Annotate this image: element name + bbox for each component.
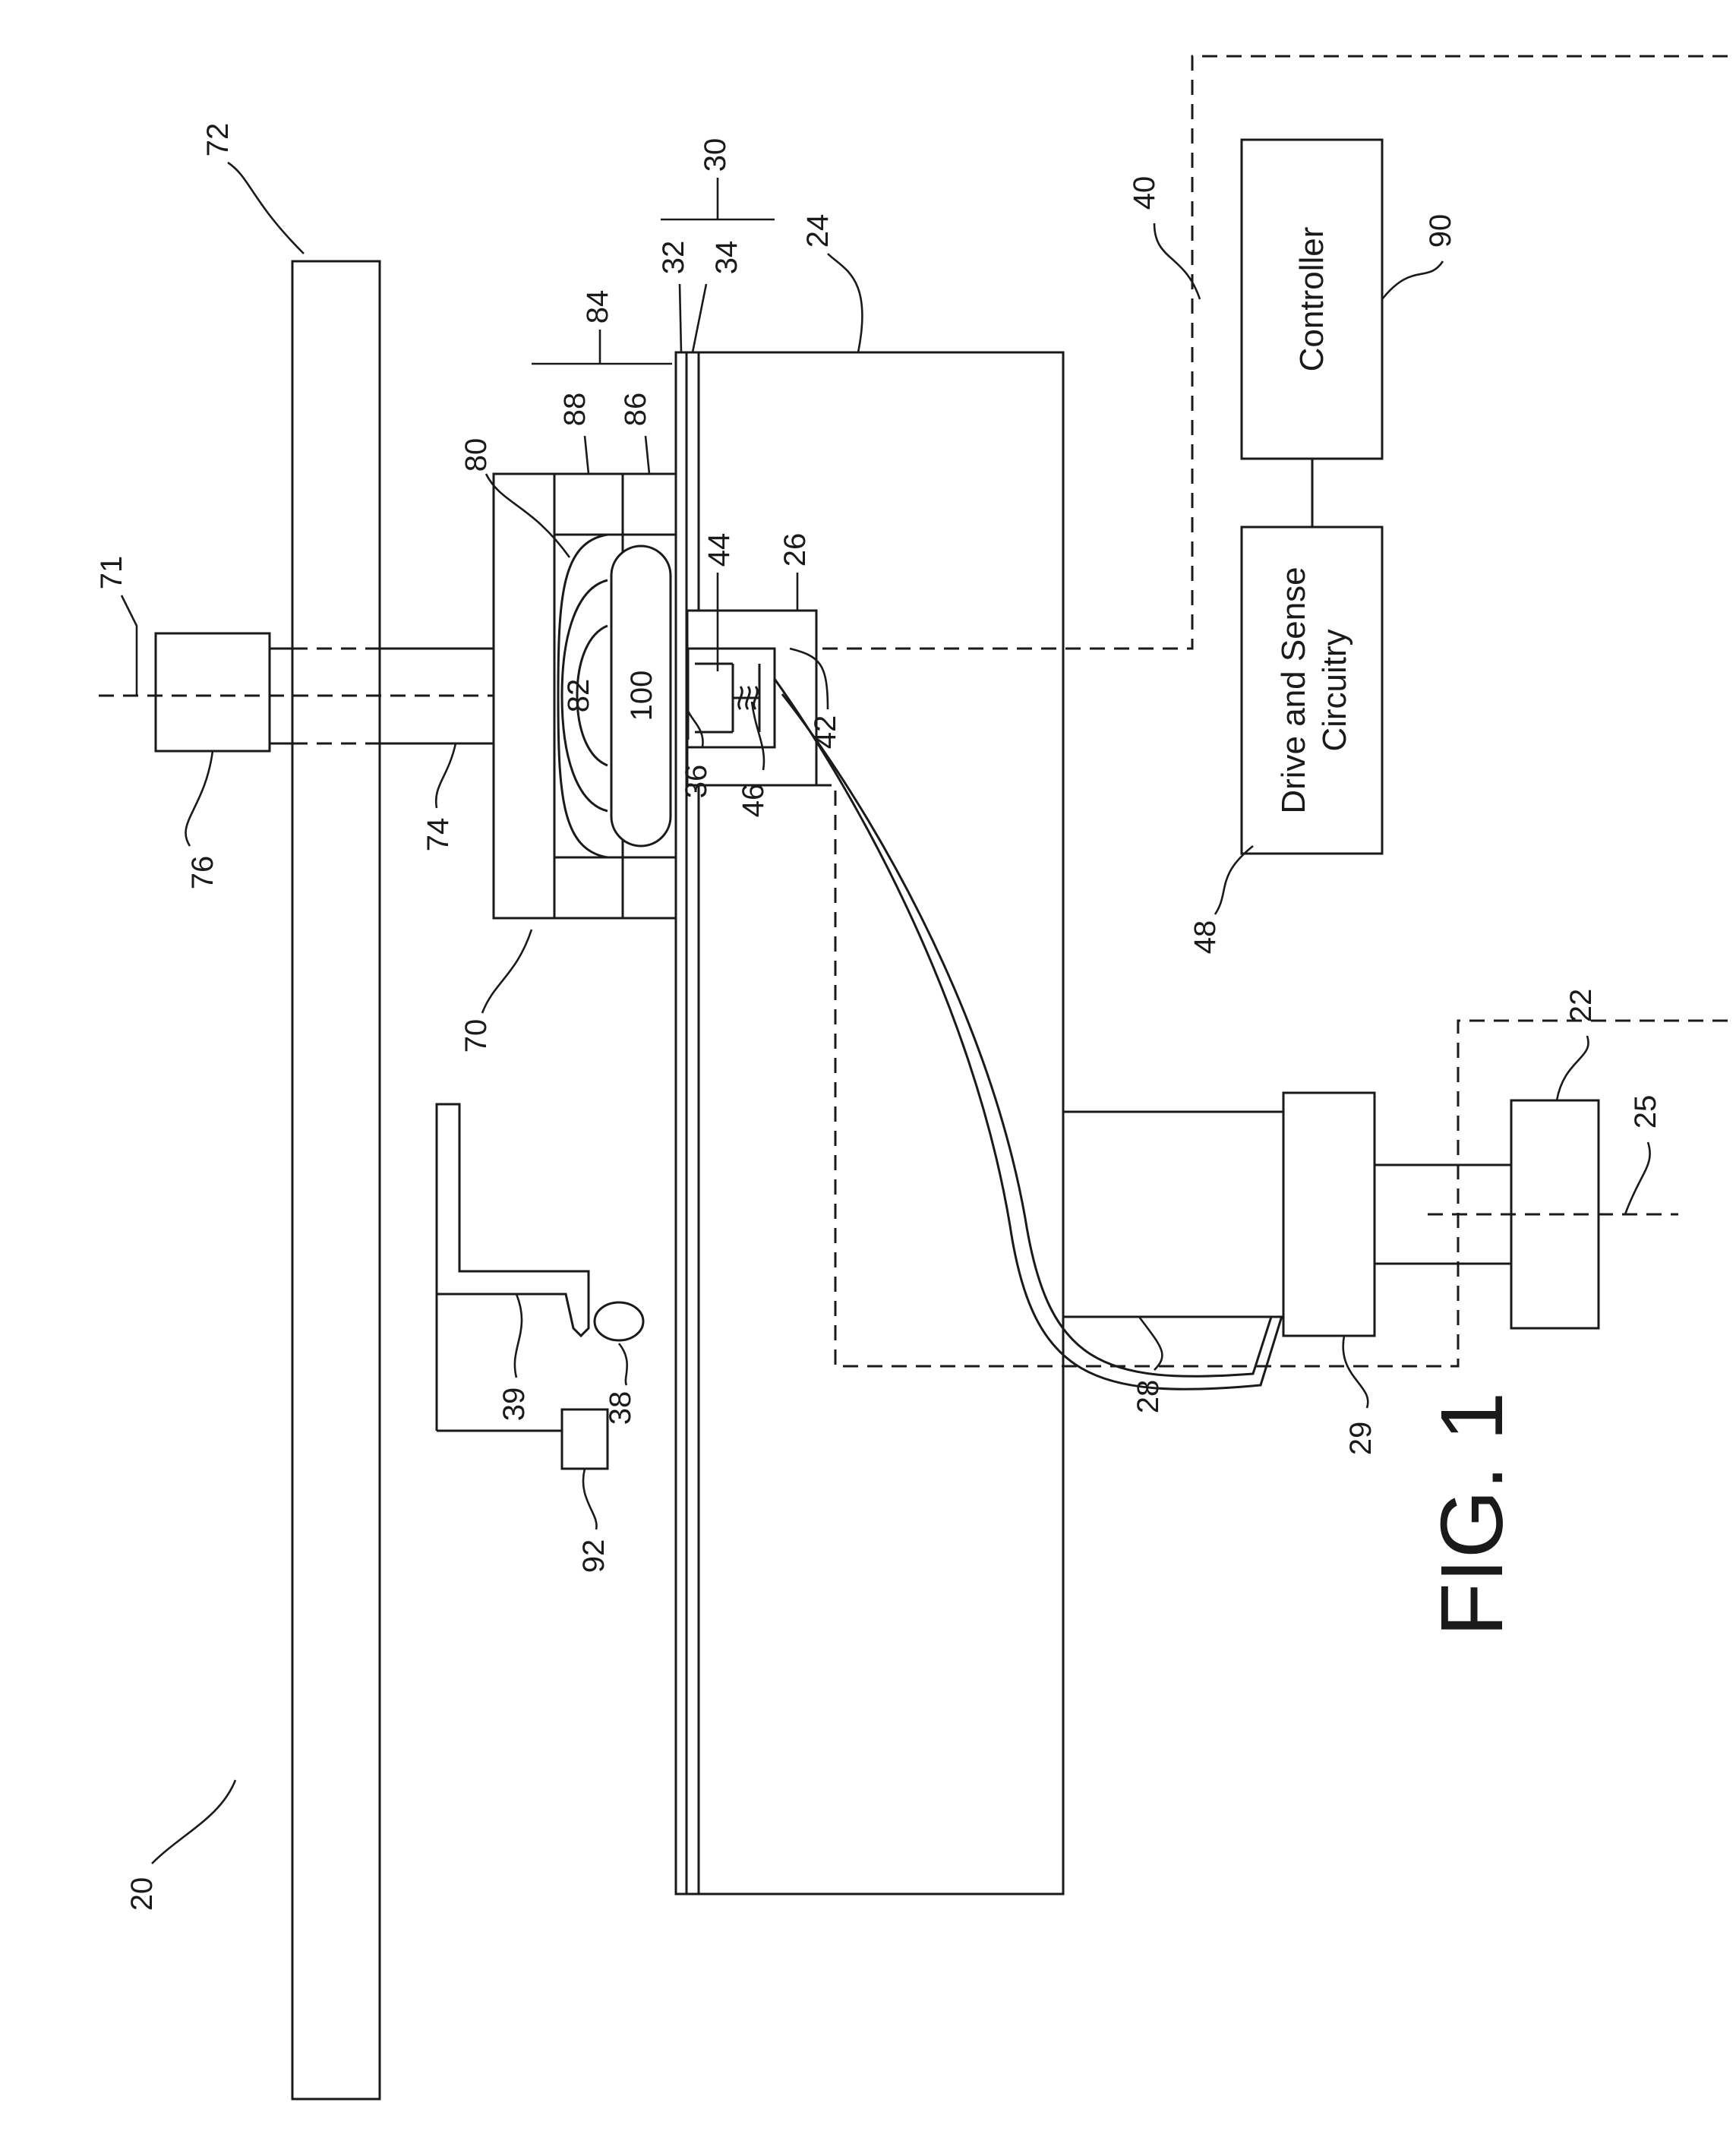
platen-drive-shaft [1375,1165,1519,1264]
leader-48 [1215,846,1253,914]
drive-sense-label-line1: Drive and Sense [1275,567,1312,813]
leader-84 [532,330,672,364]
ref-36: 36 [680,765,713,799]
ref-42: 42 [809,715,842,750]
ref-28: 28 [1132,1380,1165,1414]
leader-24 [828,254,862,352]
carrier-head-housing [494,474,554,918]
ref-25: 25 [1629,1095,1662,1129]
leader-34 [693,284,706,352]
leader-32 [680,284,681,352]
leader-88 [585,436,589,474]
figure-caption: FIG. 1 [1422,1392,1521,1637]
leader-39 [515,1294,522,1378]
ref-20: 20 [125,1877,159,1911]
polishing-pad-outer-layer [676,352,687,1894]
ref-100: 100 [625,671,658,721]
ref-76: 76 [186,856,219,890]
support-beam [292,261,380,2099]
leader-38 [619,1343,627,1385]
ref-22: 22 [1564,989,1598,1023]
leader-20 [152,1780,235,1864]
leader-74 [436,743,456,808]
ref-72: 72 [201,123,235,157]
ref-90: 90 [1424,214,1457,248]
ref-29: 29 [1344,1422,1378,1456]
ref-70: 70 [459,1019,493,1053]
slurry-arm [437,1104,589,1336]
polishing-pad-backing-layer [687,352,699,1894]
leader-76 [185,751,213,846]
leader-71 [122,595,137,696]
leader-25 [1625,1142,1650,1214]
leader-90 [1382,261,1443,299]
ref-80: 80 [459,438,493,472]
ref-26: 26 [778,533,812,567]
ref-30: 30 [699,138,732,172]
leader-86 [645,436,649,474]
ref-71: 71 [95,556,128,590]
retaining-ring-upper-right [554,857,623,918]
leader-28 [1139,1317,1162,1370]
platen [699,352,1063,1894]
retaining-ring-lower-left [623,474,676,535]
motor-block [156,633,270,751]
ref-32: 32 [657,241,690,275]
ref-39: 39 [497,1387,531,1422]
retaining-ring-lower-right [623,857,676,918]
leader-30 [661,178,775,219]
ref-92: 92 [577,1539,611,1574]
conditioner-head [562,1409,608,1469]
ref-38: 38 [604,1391,637,1425]
leader-22 [1557,1036,1589,1100]
ref-44: 44 [702,533,736,567]
ref-24: 24 [801,214,835,248]
ref-88: 88 [558,393,592,427]
slurry-drop [595,1302,643,1340]
ref-84: 84 [581,290,614,324]
controller-label: Controller [1293,227,1330,372]
ref-86: 86 [619,393,652,427]
leader-29 [1343,1336,1368,1408]
drive-sense-label-line2: Circuitry [1316,629,1353,751]
leader-72 [228,163,304,254]
leader-70 [482,930,532,1013]
leader-92 [583,1469,597,1529]
ref-46: 46 [737,784,770,818]
retaining-ring-upper-left [554,474,623,535]
ref-40: 40 [1128,176,1161,210]
rotary-union [1283,1093,1375,1336]
ref-48: 48 [1188,920,1222,955]
ref-82: 82 [562,679,595,713]
ref-74: 74 [421,818,455,852]
ref-34: 34 [710,241,743,275]
